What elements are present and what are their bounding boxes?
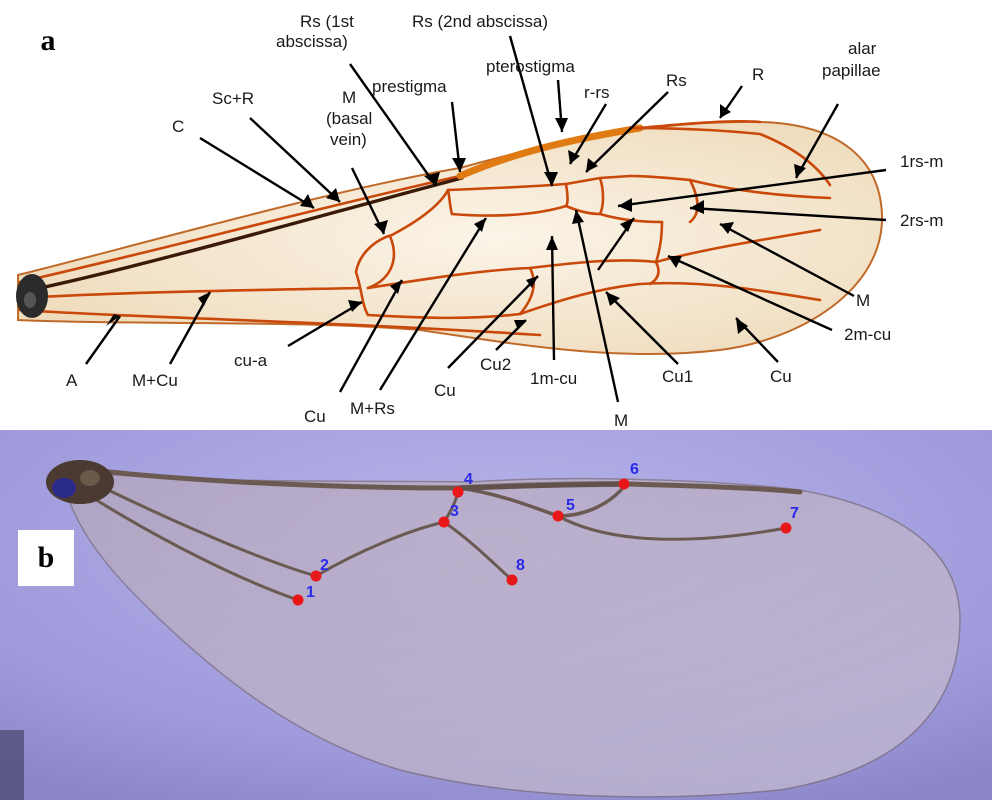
landmark-dot-1 xyxy=(293,595,304,606)
label-m-basal-line2: (basal xyxy=(326,109,372,128)
landmark-dot-5 xyxy=(553,511,564,522)
label-m-basal-line1: M xyxy=(342,88,356,107)
label-alar-papillae-line1: alar xyxy=(848,39,877,58)
wing-photo-b: 1 2 3 4 5 6 7 8 xyxy=(0,430,992,800)
label-cu-right: Cu xyxy=(770,367,792,386)
landmark-label-7: 7 xyxy=(790,505,799,522)
panel-a: Rs (1st abscissa) Rs (2nd abscissa) pter… xyxy=(0,0,992,430)
label-m-cu: M+Cu xyxy=(132,371,178,390)
label-prestigma: prestigma xyxy=(372,77,447,96)
label-pterostigma: pterostigma xyxy=(486,57,575,76)
panel-b-letter: b xyxy=(18,530,74,586)
label-rs-1st-abscissa-line2: abscissa) xyxy=(276,32,348,51)
wing-base xyxy=(16,274,48,318)
label-r: R xyxy=(752,65,764,84)
label-cu1: Cu1 xyxy=(662,367,693,386)
label-m-basal-line3: vein) xyxy=(330,130,367,149)
landmark-label-4: 4 xyxy=(464,471,473,488)
label-cu-lower: Cu xyxy=(434,381,456,400)
landmark-dot-8 xyxy=(507,575,518,586)
label-rs-1st-abscissa-line1: Rs (1st xyxy=(300,12,354,31)
label-m-right: M xyxy=(856,291,870,310)
panel-b: 1 2 3 4 5 6 7 8 b xyxy=(0,430,992,800)
wing-base-b xyxy=(46,460,114,504)
label-cu2: Cu2 xyxy=(480,355,511,374)
label-rs: Rs xyxy=(666,71,687,90)
landmark-dot-4 xyxy=(453,487,464,498)
label-2rs-m: 2rs-m xyxy=(900,211,943,230)
label-alar-papillae-line2: papillae xyxy=(822,61,881,80)
landmark-label-3: 3 xyxy=(450,503,459,520)
label-cu-mid: Cu xyxy=(304,407,326,426)
landmark-dot-7 xyxy=(781,523,792,534)
wing-membrane xyxy=(18,122,882,354)
label-a: A xyxy=(66,371,78,390)
landmark-label-8: 8 xyxy=(516,557,525,574)
label-m-bottom: M xyxy=(614,411,628,430)
label-sc-r: Sc+R xyxy=(212,89,254,108)
landmark-label-6: 6 xyxy=(630,461,639,478)
landmark-label-1: 1 xyxy=(306,584,315,601)
label-r-rs: r-rs xyxy=(584,83,609,102)
landmark-label-2: 2 xyxy=(320,557,329,574)
landmark-dot-3 xyxy=(439,517,450,528)
label-cu-a: cu-a xyxy=(234,351,268,370)
landmark-dot-6 xyxy=(619,479,630,490)
wing-diagram-a: Rs (1st abscissa) Rs (2nd abscissa) pter… xyxy=(0,0,992,430)
label-c: C xyxy=(172,117,184,136)
label-2m-cu: 2m-cu xyxy=(844,325,891,344)
label-1m-cu: 1m-cu xyxy=(530,369,577,388)
label-m-rs: M+Rs xyxy=(350,399,395,418)
panel-a-letter: a xyxy=(28,22,68,60)
landmark-label-5: 5 xyxy=(566,497,575,514)
label-rs-2nd-abscissa: Rs (2nd abscissa) xyxy=(412,12,548,31)
label-1rs-m: 1rs-m xyxy=(900,152,943,171)
